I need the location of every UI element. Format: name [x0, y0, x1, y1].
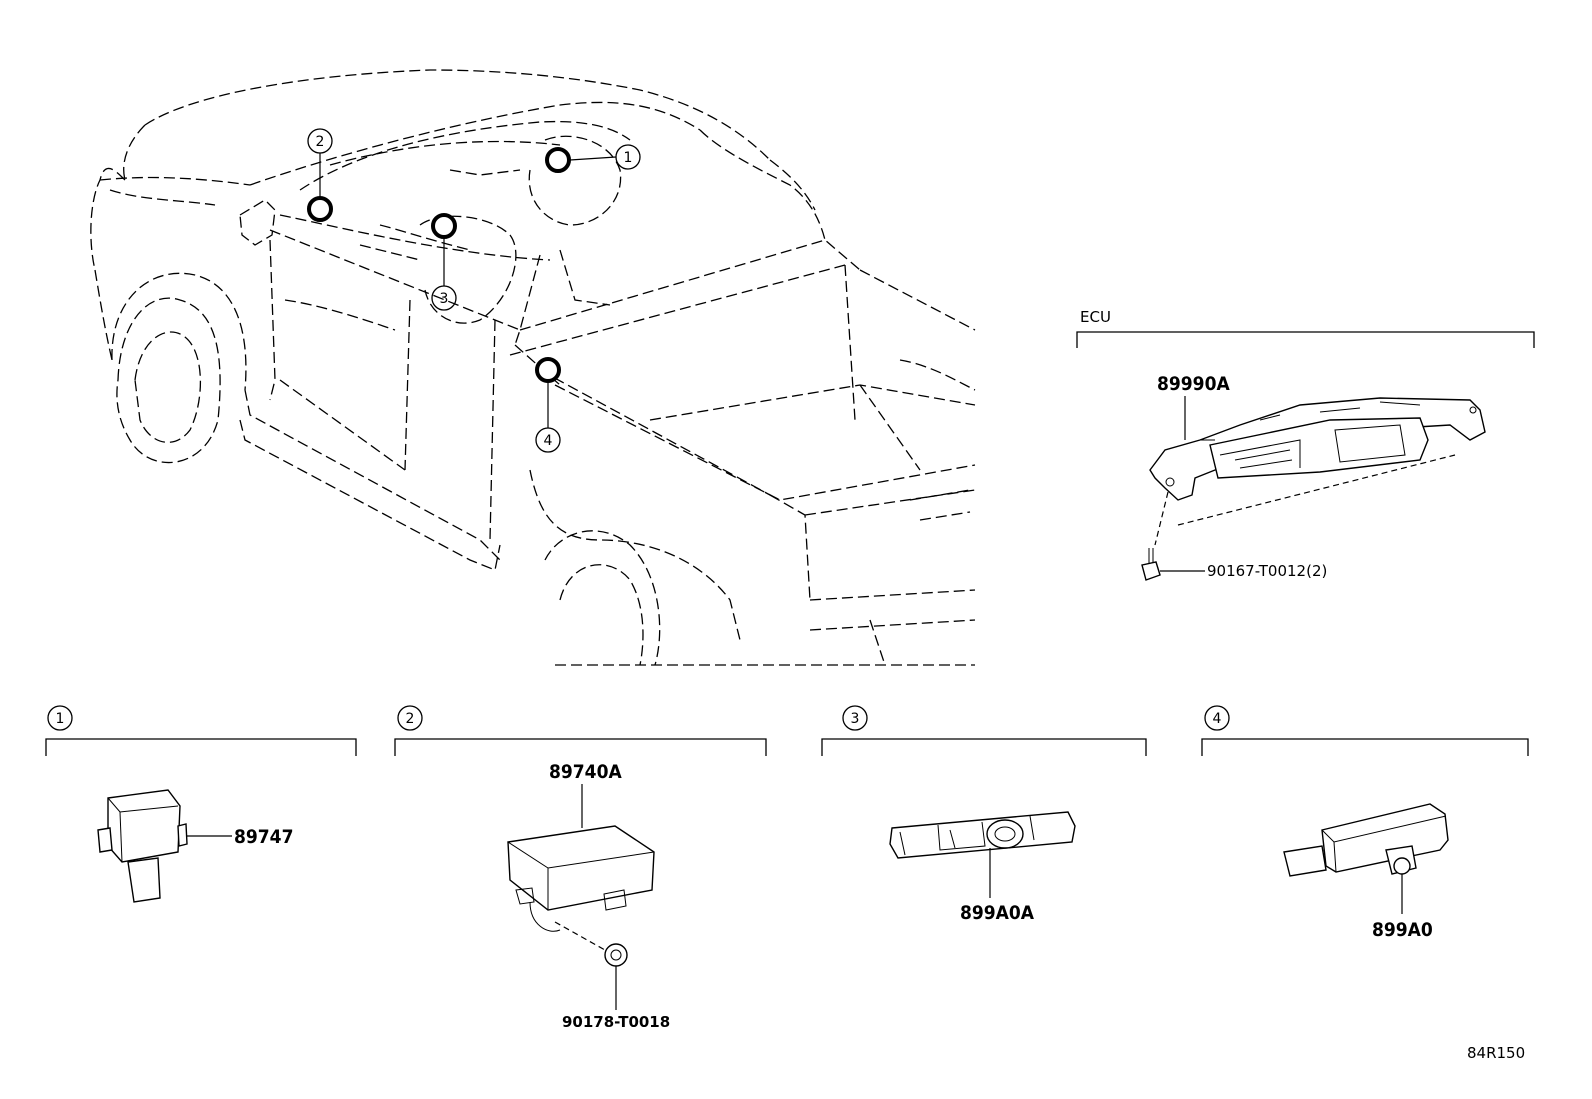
section-3-bracket [821, 738, 1147, 756]
section-2-clip-drawing [604, 943, 628, 967]
callout-number-2: 2 [316, 134, 325, 150]
section-4-part-drawing [1283, 803, 1449, 877]
section-2-part-drawing [507, 825, 655, 932]
section-4-number-circle [1204, 705, 1230, 731]
section-2-number: 2 [406, 711, 415, 727]
section-2: 2 89740A 90178-T0018 [394, 705, 767, 1031]
section-1-bracket [45, 738, 357, 756]
ecu-module-drawing [1149, 397, 1486, 501]
location-markers [307, 147, 571, 383]
location-marker-2 [307, 196, 333, 222]
ecu-title: ECU [1080, 308, 1111, 326]
ecu-section: ECU 89990A 90167-T0012(2) [1076, 308, 1535, 581]
section-2-clip-part-number: 90178-T0018 [562, 1013, 670, 1031]
callout-number-3: 3 [440, 291, 449, 307]
section-3-number: 3 [851, 711, 860, 727]
section-1-number: 1 [56, 711, 65, 727]
section-3: 3 899A0A [821, 705, 1147, 924]
truck-callouts: 1 2 3 4 [307, 128, 641, 453]
section-4: 4 899A0 [1201, 705, 1529, 941]
location-marker-3 [431, 213, 457, 239]
section-3-number-circle [842, 705, 868, 731]
section-4-bracket [1201, 738, 1529, 756]
figure-reference: 84R150 [1467, 1044, 1525, 1062]
section-3-part-drawing [889, 811, 1076, 859]
ecu-bolt-drawing [1141, 548, 1161, 581]
callout-number-4: 4 [544, 433, 553, 449]
section-2-number-circle [397, 705, 423, 731]
location-marker-1 [545, 147, 571, 173]
section-1-number-circle [47, 705, 73, 731]
callout-circle-1 [615, 144, 641, 170]
section-4-number: 4 [1213, 711, 1222, 727]
location-marker-4 [535, 357, 561, 383]
section-1: 1 89747 [45, 705, 357, 903]
ecu-part-number: 89990A [1157, 373, 1230, 395]
ecu-bolt-part-number: 90167-T0012(2) [1207, 562, 1327, 580]
section-2-part-number: 89740A [549, 761, 622, 783]
ecu-bracket [1076, 331, 1535, 348]
section-3-part-number: 899A0A [960, 902, 1035, 924]
truck-illustration [90, 69, 976, 666]
section-4-part-number: 899A0 [1372, 919, 1433, 941]
section-1-part-number: 89747 [234, 826, 293, 848]
section-2-bracket [394, 738, 767, 756]
section-1-part-drawing [97, 789, 188, 903]
callout-number-1: 1 [624, 150, 633, 166]
